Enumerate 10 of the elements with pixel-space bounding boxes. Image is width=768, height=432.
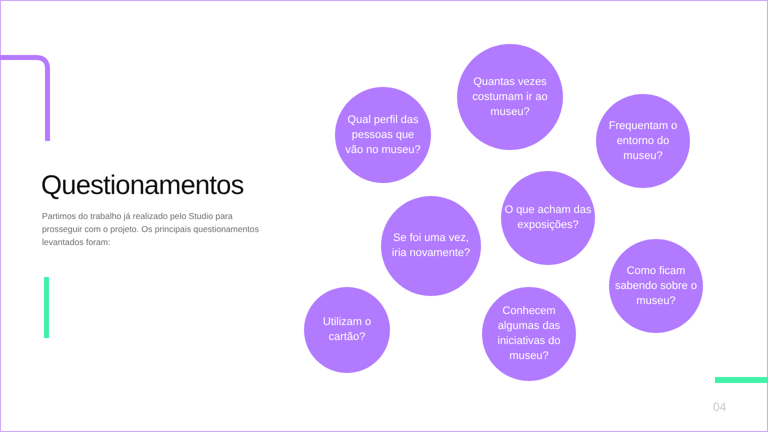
question-text: Conhecem algumas das iniciativas do museu? — [496, 304, 562, 364]
intro-paragraph: Partimos do trabalho já realizado pelo Studio para prosseguir com o projeto. Os principais questionamentos levantados foram: — [42, 210, 260, 249]
question-text: Qual perfil das pessoas que vão no museu? — [345, 112, 421, 158]
question-text: Quantas vezes costumam ir ao museu? — [471, 74, 549, 120]
question-text: Como ficam sabendo sobre o museu? — [615, 264, 697, 308]
question-text: Frequentam o entorno do museu? — [608, 118, 678, 164]
question-text: Se foi uma vez, iria novamente? — [390, 231, 472, 261]
question-text: Utilizam o cartão? — [322, 315, 372, 345]
slide-title: Questionamentos — [41, 169, 244, 202]
question-text: O que acham das exposições? — [504, 203, 592, 233]
